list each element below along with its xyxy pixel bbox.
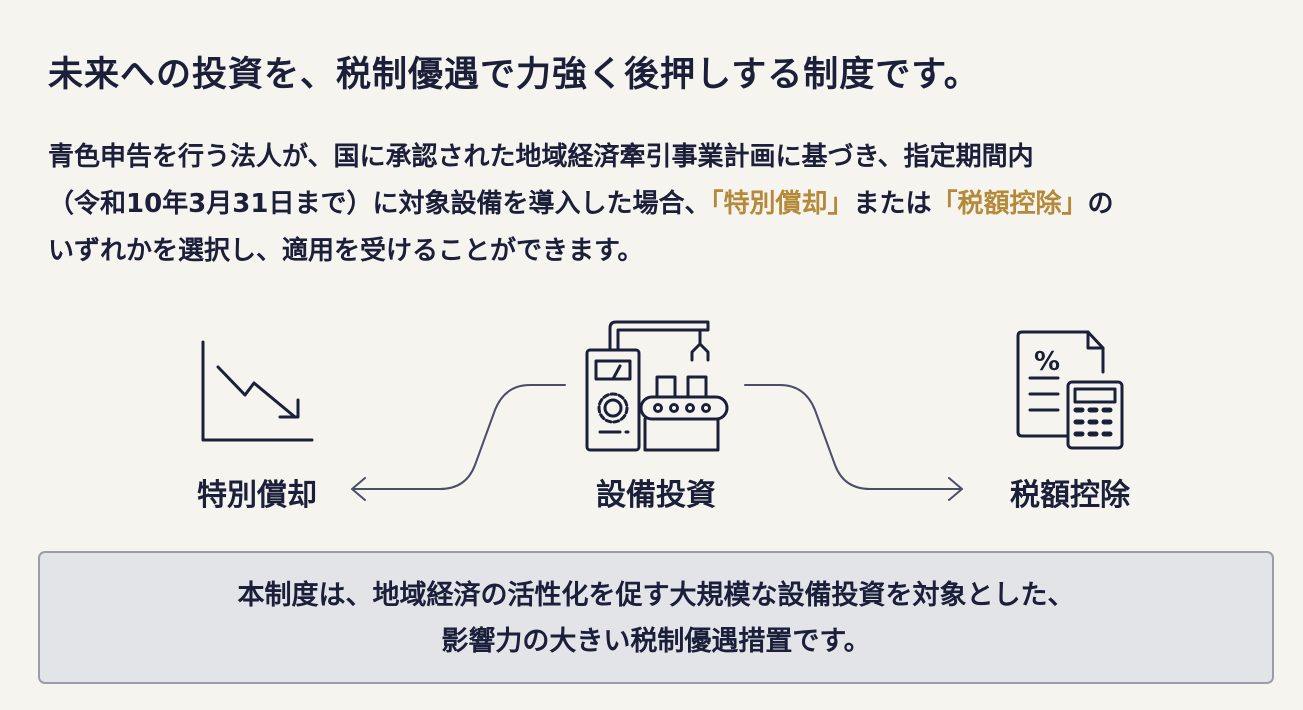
label-special-depreciation: 特別償却 xyxy=(197,478,317,513)
summary-line-2: 影響力の大きい税制優遇措置です。 xyxy=(441,626,871,657)
percent-symbol: % xyxy=(1034,347,1060,377)
summary-line-1: 本制度は、地域経済の活性化を促す大規模な設備投資を対象とした、 xyxy=(237,580,1075,611)
page-title: 未来への投資を、税制優遇で力強く後押しする制度です。 xyxy=(48,55,980,95)
highlight-special-depreciation: 「特別償却」 xyxy=(710,189,854,219)
description: 青色申告を行う法人が、国に承認された地域経済牽引事業計画に基づき、指定期間内 （… xyxy=(48,134,1288,275)
arrow-to-special-depreciation xyxy=(351,384,566,501)
label-tax-credit: 税額控除 xyxy=(1010,478,1130,513)
tax-document-calculator-icon xyxy=(1016,330,1124,450)
description-line-2: （令和10年3月31日まで）に対象設備を導入した場合、「特別償却」または「税額控… xyxy=(48,181,1288,228)
declining-chart-icon xyxy=(201,340,314,442)
description-line-3: いずれかを選択し、適用を受けることができます。 xyxy=(48,236,644,266)
or-text: または xyxy=(853,189,932,219)
description-line-1: 青色申告を行う法人が、国に承認された地域経済牽引事業計画に基づき、指定期間内 xyxy=(48,142,1034,172)
arrow-to-tax-credit xyxy=(744,384,963,501)
summary-box: 本制度は、地域経済の活性化を促す大規模な設備投資を対象とした、 影響力の大きい税… xyxy=(38,551,1274,684)
factory-machine-icon xyxy=(585,320,729,452)
particle-text: の xyxy=(1087,189,1114,219)
label-capital-investment: 設備投資 xyxy=(596,478,716,513)
highlight-tax-credit: 「税額控除」 xyxy=(931,189,1088,219)
flow-diagram: % xyxy=(201,320,1124,501)
period-text: （令和10年3月31日まで）に対象設備を導入した場合、 xyxy=(48,189,711,219)
